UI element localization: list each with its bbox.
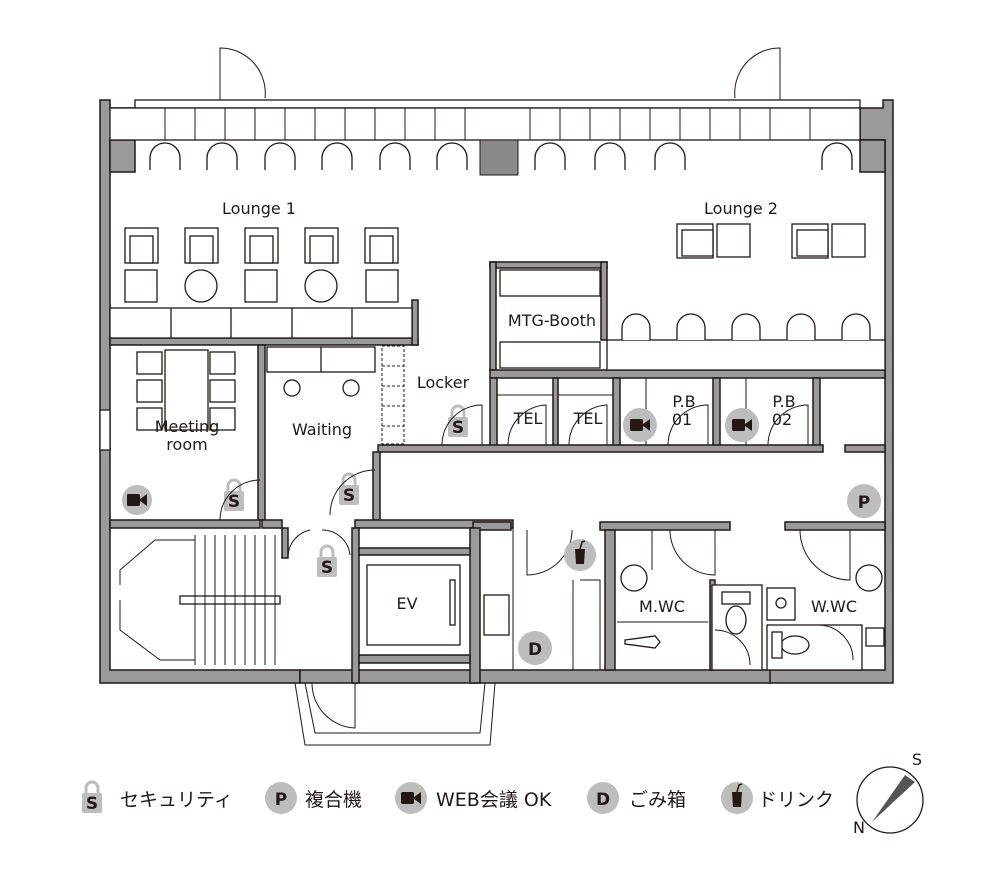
waiting-room[interactable]: Waiting S [266,346,376,516]
entrance-door-right[interactable] [734,47,781,100]
room-label-mwc: M.WC [639,597,685,616]
svg-text:D: D [528,640,542,660]
tel-booth-2[interactable]: TEL [558,394,613,446]
side-window [99,409,111,451]
legend-label: セキュリティ [120,789,233,811]
entrance-door-left[interactable] [219,47,266,100]
legend-item-security: S セキュリティ [80,780,233,815]
legend-item-trash: D ごみ箱 [587,782,686,814]
security-lock-icon: S [446,404,470,439]
lounge1-furniture [109,227,413,339]
legend-label: 複合機 [305,789,362,811]
compass-icon: S N [853,750,924,837]
womens-restroom[interactable]: W.WC [766,529,885,671]
phone-booth-01[interactable]: P.B 01 [623,378,709,446]
building-walls [99,99,894,684]
compass-north-label: N [853,818,865,837]
legend: S セキュリティ P 複合機 WEB会議 OK D ごみ箱 ドリンク [80,780,834,815]
svg-text:S: S [343,486,355,506]
lounge2-furniture [606,223,886,371]
trash-d-icon: D [587,782,619,814]
pantry: D [483,528,601,670]
room-label-meeting-line2: room [166,435,207,454]
room-label-wwc: W.WC [811,597,857,616]
meeting-room[interactable]: Meeting room S [122,349,261,521]
room-label-mtg-booth: MTG-Booth [508,311,596,330]
mtg-booth[interactable]: MTG-Booth [499,269,601,369]
mens-restroom[interactable]: M.WC [617,529,716,649]
room-label-pb-number: 01 [672,410,692,429]
legend-item-web-meeting: WEB会議 OK [395,782,552,814]
room-label-tel: TEL [513,409,543,428]
security-lock-icon: S [337,472,361,507]
elevator[interactable]: EV [366,564,461,646]
room-label-pb: P.B [772,392,795,411]
room-label-locker: Locker [417,373,470,392]
security-lock-icon: S [315,544,339,579]
legend-label: WEB会議 OK [436,789,552,811]
phone-booth-02[interactable]: P.B 02 [725,378,809,446]
drink-cup-icon[interactable] [564,539,596,571]
drink-cup-icon [721,782,753,814]
room-label-ev: EV [396,594,417,613]
legend-label: ごみ箱 [629,789,686,811]
video-camera-icon [725,408,759,442]
svg-text:S: S [452,418,464,438]
printer-p-icon[interactable]: P [847,484,881,518]
video-camera-icon [395,782,427,814]
window-seats [149,142,853,170]
legend-item-printer: P 複合機 [265,782,362,814]
room-label-waiting: Waiting [292,420,352,439]
restroom-stall[interactable] [711,584,763,671]
staircase [119,529,351,665]
video-camera-icon [122,485,152,515]
compass-south-label: S [912,750,922,769]
room-label-meeting-line1: Meeting [155,417,220,436]
tel-booth-1[interactable]: TEL [497,394,553,446]
balcony [294,682,496,746]
svg-text:D: D [596,790,610,810]
room-label-lounge2: Lounge 2 [704,199,778,218]
printer-p-icon: P [265,782,297,814]
svg-text:S: S [86,794,98,814]
video-camera-icon [623,408,657,442]
room-label-tel: TEL [573,409,603,428]
room-label-lounge1: Lounge 1 [222,199,296,218]
security-lock-icon: S [222,478,246,513]
svg-text:P: P [858,493,870,513]
legend-item-drink: ドリンク [721,782,834,814]
trash-d-icon[interactable]: D [518,631,552,665]
room-label-pb: P.B [672,392,695,411]
room-label-pb-number: 02 [772,410,792,429]
svg-text:S: S [321,558,333,578]
lock-s-icon: S [80,780,104,815]
locker[interactable]: Locker S [381,345,483,446]
svg-text:S: S [228,492,240,512]
legend-label: ドリンク [758,789,834,811]
svg-text:P: P [275,790,287,810]
